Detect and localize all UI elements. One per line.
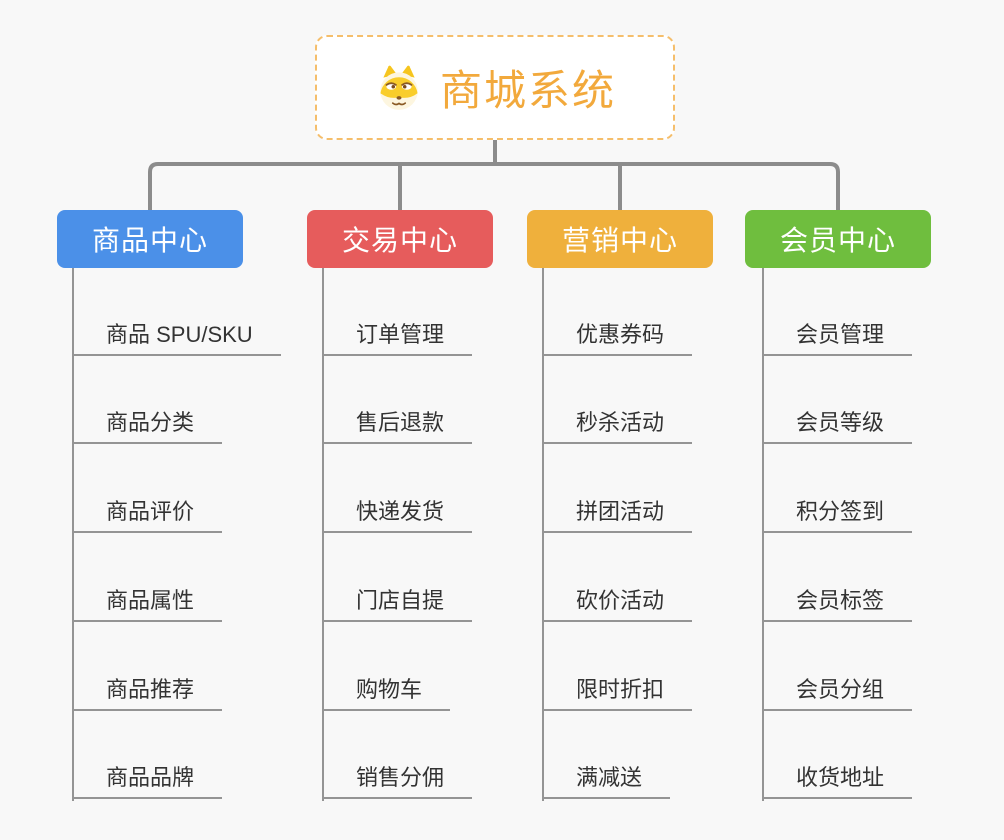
leaf-node[interactable]: 售后退款 (322, 408, 473, 444)
leaf-node[interactable]: 门店自提 (322, 586, 473, 622)
leaf-node[interactable]: 拼团活动 (542, 497, 693, 533)
leaf-node[interactable]: 商品推荐 (72, 675, 223, 711)
leaf-node[interactable]: 商品分类 (72, 408, 223, 444)
leaf-node[interactable]: 销售分佣 (322, 763, 473, 799)
branch-trunk-line (322, 268, 324, 801)
leaf-node[interactable]: 快递发货 (322, 497, 473, 533)
leaf-node[interactable]: 会员标签 (762, 586, 913, 622)
branch-trunk-line (762, 268, 764, 801)
branch-product-center[interactable]: 商品中心 (57, 210, 243, 268)
branch-trunk-line (72, 268, 74, 801)
branch-label: 会员中心 (779, 225, 896, 256)
root-node[interactable]: 商城系统 (315, 35, 675, 140)
branch-crossbar-line (148, 162, 840, 210)
doge-icon (374, 63, 424, 113)
branch-member-center[interactable]: 会员中心 (745, 210, 931, 268)
leaf-node[interactable]: 满减送 (542, 763, 671, 799)
leaf-node[interactable]: 商品 SPU/SKU (72, 320, 281, 356)
leaf-node[interactable]: 收货地址 (762, 763, 913, 799)
leaf-node[interactable]: 会员分组 (762, 675, 913, 711)
leaf-node[interactable]: 砍价活动 (542, 586, 693, 622)
leaf-node[interactable]: 商品属性 (72, 586, 223, 622)
branch-label: 交易中心 (341, 225, 458, 256)
branch-trade-center[interactable]: 交易中心 (307, 210, 493, 268)
leaf-node[interactable]: 会员等级 (762, 408, 913, 444)
leaf-node[interactable]: 购物车 (322, 675, 451, 711)
branch-marketing-center[interactable]: 营销中心 (527, 210, 713, 268)
leaf-node[interactable]: 会员管理 (762, 320, 913, 356)
branch-trunk-line (542, 268, 544, 801)
leaf-node[interactable]: 订单管理 (322, 320, 473, 356)
branch-label: 商品中心 (91, 225, 208, 256)
root-title: 商城系统 (439, 67, 616, 114)
leaf-node[interactable]: 限时折扣 (542, 675, 693, 711)
leaf-node[interactable]: 优惠券码 (542, 320, 693, 356)
branch-label: 营销中心 (561, 225, 678, 256)
leaf-node[interactable]: 秒杀活动 (542, 408, 693, 444)
leaf-node[interactable]: 商品评价 (72, 497, 223, 533)
leaf-node[interactable]: 商品品牌 (72, 763, 223, 799)
leaf-node[interactable]: 积分签到 (762, 497, 913, 533)
